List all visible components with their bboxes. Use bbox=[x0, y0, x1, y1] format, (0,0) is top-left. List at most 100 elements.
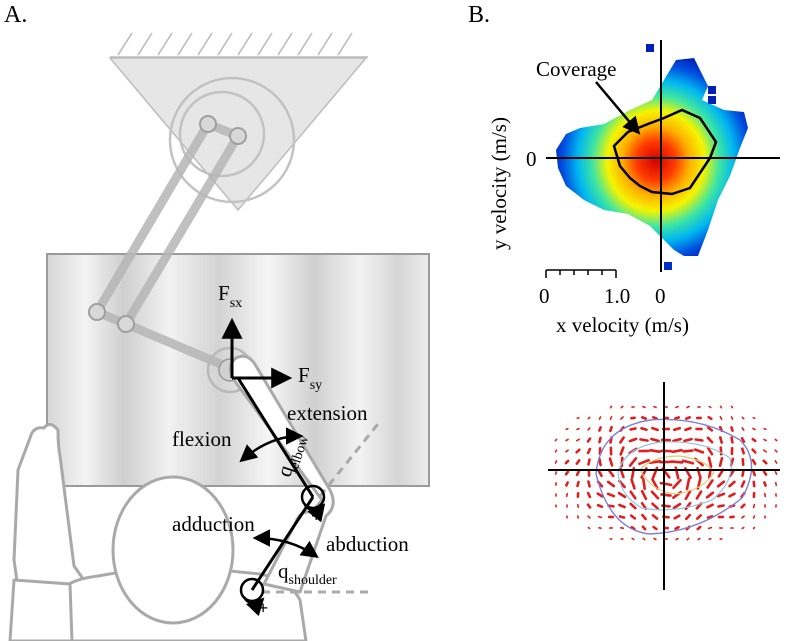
field-vector bbox=[740, 480, 746, 488]
field-vector bbox=[598, 436, 602, 444]
field-vector bbox=[740, 436, 746, 444]
field-vector bbox=[640, 416, 648, 420]
field-vector bbox=[659, 481, 673, 487]
field-vector bbox=[682, 449, 694, 453]
field-vector bbox=[642, 537, 646, 541]
field-vector bbox=[717, 504, 725, 508]
field-vector bbox=[565, 492, 569, 498]
field-vector bbox=[618, 503, 626, 509]
field-vector bbox=[586, 491, 592, 499]
field-vector bbox=[652, 525, 658, 531]
field-vector bbox=[642, 405, 646, 409]
field-vector bbox=[706, 436, 714, 444]
field-vector bbox=[716, 492, 726, 498]
robot-joints bbox=[88, 115, 247, 333]
field-vector bbox=[641, 513, 647, 521]
field-vector bbox=[763, 438, 767, 442]
q-shoulder-label: qshoulder bbox=[278, 559, 337, 588]
field-vector bbox=[609, 425, 613, 433]
field-vector bbox=[672, 426, 682, 432]
field-vector bbox=[673, 514, 681, 520]
force-x-label: Fsx bbox=[218, 281, 242, 311]
field-vector bbox=[648, 459, 662, 465]
field-vector bbox=[639, 438, 649, 442]
field-vector bbox=[596, 492, 604, 498]
field-vector bbox=[653, 405, 657, 409]
field-vector bbox=[708, 405, 712, 409]
force-y-label: Fsy bbox=[298, 363, 322, 393]
field-vector bbox=[586, 503, 592, 509]
motor-ring-outer bbox=[168, 76, 296, 204]
field-vector bbox=[752, 515, 756, 519]
field-vector bbox=[741, 427, 745, 431]
field-vector bbox=[575, 448, 581, 454]
field-vector bbox=[587, 427, 591, 431]
field-vector bbox=[651, 478, 659, 490]
field-vector bbox=[686, 537, 690, 541]
field-vector bbox=[762, 470, 768, 476]
field-vector bbox=[706, 446, 714, 456]
field-vector bbox=[707, 526, 713, 530]
field-vector bbox=[587, 458, 591, 466]
x-axis-title: x velocity (m/s) bbox=[556, 313, 689, 337]
shoulder-plus-sign: + bbox=[258, 598, 268, 618]
field-vector bbox=[607, 504, 615, 508]
field-vector bbox=[675, 537, 679, 541]
scale-end-label: 1.0 bbox=[604, 284, 630, 308]
coverage-contour bbox=[612, 108, 718, 196]
field-vector bbox=[586, 437, 592, 443]
field-vector bbox=[684, 415, 692, 421]
field-vector bbox=[564, 459, 570, 465]
field-vector bbox=[693, 448, 705, 454]
field-vector bbox=[740, 503, 746, 509]
field-vector bbox=[630, 478, 636, 490]
scale-bar bbox=[545, 269, 617, 278]
field-vector bbox=[630, 525, 636, 531]
field-vector bbox=[670, 460, 684, 464]
field-vector bbox=[684, 489, 692, 501]
motor-ring-inner bbox=[178, 90, 266, 178]
field-vector bbox=[672, 478, 682, 490]
field-vector bbox=[554, 438, 558, 442]
field-vector bbox=[597, 515, 603, 519]
field-vector bbox=[672, 437, 682, 443]
field-vector bbox=[660, 493, 672, 497]
field-vector bbox=[651, 426, 659, 432]
abduction-label: abduction bbox=[326, 532, 409, 556]
field-vector bbox=[565, 427, 569, 431]
field-vector bbox=[718, 456, 724, 468]
field-vector bbox=[608, 457, 614, 467]
field-vector bbox=[706, 479, 714, 489]
field-vector bbox=[575, 438, 581, 442]
field-vector bbox=[649, 448, 661, 454]
field-vector bbox=[751, 469, 757, 477]
field-vector bbox=[728, 468, 736, 478]
field-vector bbox=[575, 459, 581, 465]
field-vector bbox=[609, 405, 613, 409]
field-vector bbox=[751, 437, 757, 443]
field-vector bbox=[619, 436, 625, 444]
field-vector bbox=[719, 415, 723, 421]
field-vector bbox=[684, 426, 692, 432]
field-vector bbox=[650, 437, 660, 443]
field-vector bbox=[684, 513, 692, 521]
field-vector bbox=[716, 480, 726, 488]
field-vector bbox=[619, 446, 625, 456]
field-vector bbox=[586, 447, 592, 455]
field-vector bbox=[651, 415, 659, 421]
field-vector bbox=[672, 502, 682, 510]
field-vector bbox=[751, 448, 757, 454]
field-vector bbox=[606, 480, 616, 488]
field-contour-outer bbox=[595, 418, 753, 535]
field-vector bbox=[587, 480, 591, 488]
field-vector bbox=[631, 537, 635, 541]
field-vector bbox=[730, 416, 734, 420]
field-vector bbox=[741, 515, 745, 519]
human-figure bbox=[8, 354, 335, 641]
panel-b-label: B. bbox=[468, 2, 490, 28]
field-vector bbox=[762, 459, 768, 465]
field-vector bbox=[673, 416, 681, 420]
field-vector bbox=[706, 503, 714, 509]
